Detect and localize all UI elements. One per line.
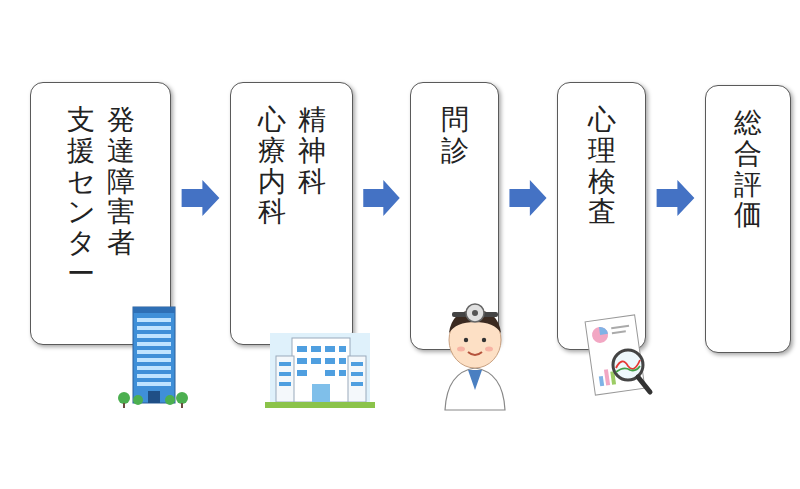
box-label: 問診	[411, 105, 498, 167]
flow-arrow	[363, 180, 399, 216]
text-column: 支援センター	[67, 105, 95, 290]
text-column: 心理検査	[588, 105, 616, 228]
process-box: 精神科 心療内科	[230, 82, 353, 345]
process-box: 心理検査	[557, 82, 646, 350]
process-box: 総合評価	[705, 85, 791, 353]
text-column: 問診	[441, 105, 469, 167]
box-label: 心理検査	[558, 105, 645, 228]
office-building-icon	[118, 307, 188, 408]
report-chart-icon	[585, 315, 650, 395]
flow-arrow	[509, 180, 546, 216]
hospital-icon	[265, 333, 375, 408]
box-label: 総合評価	[706, 108, 790, 231]
flow-arrow	[657, 180, 695, 216]
text-column: 精神科	[298, 105, 326, 228]
text-column: 総合評価	[734, 108, 762, 231]
doctor-icon	[445, 304, 505, 410]
flow-arrow	[182, 180, 220, 216]
process-box: 問診	[410, 82, 499, 350]
text-column: 心療内科	[258, 105, 286, 228]
box-label: 発達障害者 支援センター	[31, 105, 170, 290]
process-box: 発達障害者 支援センター	[30, 82, 171, 345]
text-column: 発達障害者	[107, 105, 135, 290]
box-label: 精神科 心療内科	[231, 105, 352, 228]
